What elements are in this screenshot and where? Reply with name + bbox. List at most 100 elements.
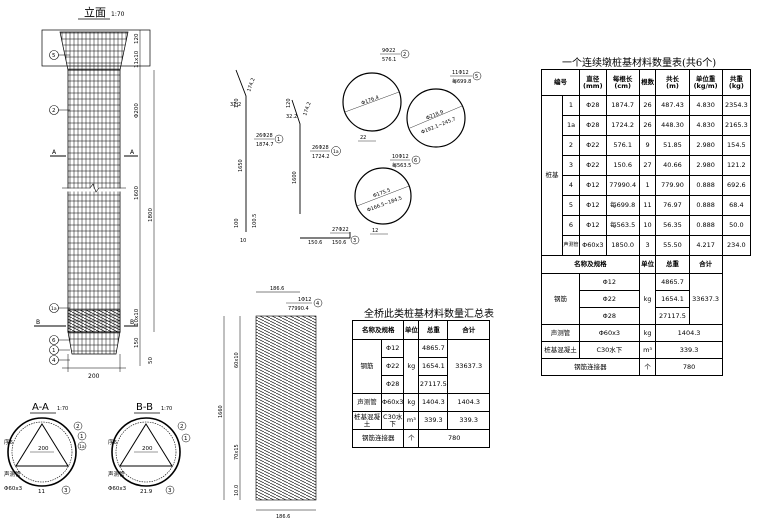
dim-lower-spacing: 10x10 [134,308,140,326]
summary-table: 名称及规格 单位 总重 合计 钢筋 Φ12 kg 4865.7 33637.3 … [351,320,490,448]
svg-text:186.6: 186.6 [276,514,290,520]
dim-upper-spacing: Φ200 [134,103,140,118]
bar-5-mark: 5 [475,74,478,80]
section-bb-callout-3: 3 [168,488,172,494]
elevation-scale: 1:70 [111,11,125,18]
section-aa-pipe-label: Φ60x3 [4,486,23,492]
svg-text:32.2: 32.2 [286,114,297,120]
dim-bottom2: 50 [148,357,154,364]
bar-1-spec: 26Φ28 [256,133,273,139]
svg-text:70x15: 70x15 [234,444,240,460]
pile-table-title: 一个连续墩桩基材料数量表(共6个) [562,58,717,69]
section-aa-bottom-dim: 11 [38,489,45,495]
dim-mid: 1600 [134,186,140,200]
summary-header-name: 名称及规格 [351,320,405,340]
section-aa-outer [7,417,77,487]
bar-6-spec: 10Φ12 [392,154,409,160]
bar-5-detail: Φ218.9 Φ192.1~245.7 11Φ12 每699.8 5 [406,70,482,148]
svg-text:1650: 1650 [238,159,244,172]
pile-dense-zone [67,309,121,333]
svg-text:174.2: 174.2 [302,101,313,117]
section-aa-dia: 200 [38,446,49,452]
bar-6-detail: Φ175.5 Φ166.5~184.5 10Φ12 每563.5 6 12 [354,154,421,235]
callout-5: 5 [52,53,56,59]
bar-1a-spec: 26Φ28 [312,145,329,151]
bar-1a-mark: 1a [333,149,339,155]
dim-width: 200 [88,373,100,380]
svg-text:Φ176.4: Φ176.4 [361,95,380,107]
bar-4-spec: 1Φ12 [298,297,311,303]
pile-flare [59,31,129,71]
bar-4-mark: 4 [316,301,319,307]
dim-flare: 11x10 [134,50,140,68]
dim-bottom: 150 [134,337,140,348]
svg-text:Φ175.5: Φ175.5 [372,187,391,199]
svg-text:12: 12 [372,228,378,234]
svg-text:1600: 1600 [292,171,298,184]
svg-text:186.6: 186.6 [270,286,284,292]
callout-1: 1 [52,348,56,354]
svg-text:1660: 1660 [218,405,224,418]
dim-total: 1800 [148,208,154,222]
svg-text:32.2: 32.2 [230,102,241,108]
elevation-title: 立面 [84,5,106,19]
summary-table-title: 全桥此类桩基材料数量汇总表 [364,309,494,320]
section-bb-sw-label: 声测管 [108,470,125,478]
bar-2-spec: 9Φ22 [382,48,395,54]
section-aa-scale: 1:70 [57,406,68,412]
callout-4: 4 [52,358,56,364]
bar-2-detail: Φ176.4 9Φ22 576.1 2 22 [342,48,410,142]
elevation-view: 立面 1:70 200 120 11x10 Φ200 1600 1800 10x… [34,5,155,380]
svg-text:174.2: 174.2 [246,77,257,93]
section-mark-b-left: B [36,319,40,326]
summary-header-sum: 合计 [447,320,490,340]
svg-text:60x10: 60x10 [234,352,240,368]
section-bb-triangle [119,423,173,467]
section-aa-sw-label: 声测管 [4,470,21,478]
svg-text:10: 10 [240,238,246,244]
bar-1a-detail: 174.2 120 32.2 1600 26Φ28 1724.2 1a [286,98,341,214]
section-aa-triangle [15,423,69,467]
section-bb-dia: 200 [142,446,153,452]
svg-text:120: 120 [286,98,292,108]
section-mark-a-right: A [130,149,135,156]
bar-1-len: 1874.7 [256,142,274,148]
section-bb-pipe-label: Φ60x3 [108,486,127,492]
section-aa-title: A-A [32,402,49,413]
svg-text:Φ166.5~184.5: Φ166.5~184.5 [366,195,403,213]
pile-table: 编号 直径 (mm) 每根长 (cm) 根数 共长 (m) 单位重 (kg/m)… [541,69,752,376]
spiral-body [255,315,317,501]
svg-text:22: 22 [360,135,366,141]
bar-4-len: 77990.4 [288,306,309,312]
bar-5-len: 每699.8 [452,78,471,85]
bar-6-mark: 6 [414,158,417,164]
section-mark-b-right: B [130,319,134,326]
bar-2-len: 576.1 [382,57,396,63]
bar-3-spec: 27Φ22 [332,227,349,233]
section-bb-callout-1: 1 [184,436,188,442]
svg-text:150.6: 150.6 [308,240,322,246]
bar-1-detail: 174.2 120 32.2 1650 100 10 100.5 26Φ28 1… [230,69,284,244]
bar-1-mark: 1 [277,137,280,143]
svg-text:120: 120 [234,98,240,108]
summary-header-total: 总重 [418,320,449,340]
bar-3-len: 150.6 [332,240,346,246]
svg-text:100.5: 100.5 [252,214,258,228]
svg-text:100: 100 [234,218,240,228]
section-aa-callout-3: 3 [64,488,68,494]
bar-6-len: 每563.5 [392,162,411,169]
callout-2: 2 [52,108,56,114]
section-bb-ring-label: 序6 [108,438,118,446]
section-bb-outer [111,417,181,487]
bar-3-mark: 3 [353,238,356,244]
section-bb: B-B 1:70 200 序6 声测管 Φ60x3 21.9 2 1 3 [108,402,191,495]
section-aa-callout-1a: 1a [79,444,85,450]
bar-3-detail: 27Φ22 150.6 150.6 3 [300,227,360,246]
bar-5-spec: 11Φ12 [452,70,469,76]
svg-text:Φ218.9: Φ218.9 [425,109,444,121]
svg-text:10.0: 10.0 [234,485,240,496]
section-aa-ring-label: 序6 [4,438,14,446]
section-aa-callout-1: 1 [80,434,84,440]
bar-2-mark: 2 [403,52,406,58]
